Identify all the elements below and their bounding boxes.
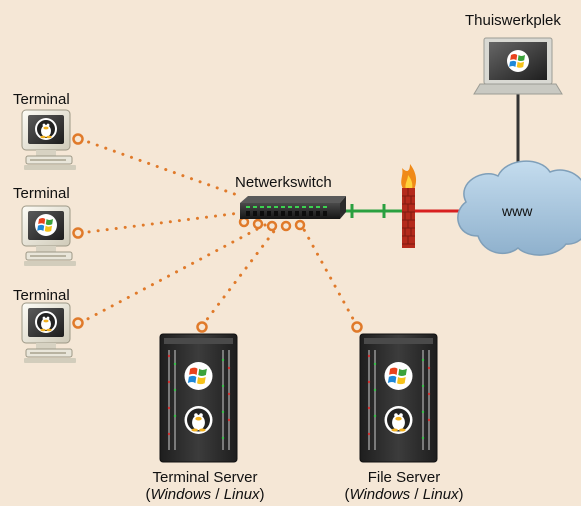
internet-label: www (502, 203, 533, 219)
link-terminal-3 (78, 223, 267, 325)
windows-logo-icon (384, 362, 413, 390)
network-switch-icon (240, 196, 346, 219)
linux-penguin-icon (184, 406, 213, 434)
file-server-icon (359, 333, 438, 463)
linux-penguin-icon (35, 311, 57, 333)
terminal-server-icon (159, 333, 238, 463)
link-terminal-2 (78, 211, 242, 235)
windows-logo-icon (507, 50, 529, 72)
link-file-server (300, 224, 359, 328)
file-server-os: (Windows / Linux) (344, 486, 464, 503)
file-server-title: File Server (367, 469, 441, 486)
windows-logo-icon (35, 214, 57, 236)
link-terminal-1 (78, 137, 242, 198)
terminal-workstation-1 (21, 109, 76, 170)
terminal-label-3: Terminal (13, 287, 70, 304)
terminal-server-label: Terminal Server (Windows / Linux) (145, 469, 264, 503)
internet-cloud-icon (457, 160, 581, 256)
laptop-icon (473, 37, 563, 95)
terminal-label-1: Terminal (13, 91, 70, 108)
terminal-workstation-2 (21, 205, 76, 266)
lan-ports (72, 133, 363, 333)
remote-label: Thuiswerkplek (465, 12, 561, 29)
linux-penguin-icon (35, 118, 57, 140)
link-terminal-server (200, 224, 280, 328)
switch-label: Netwerkswitch (235, 174, 332, 191)
terminal-workstation-3 (21, 302, 76, 363)
terminal-server-os: (Windows / Linux) (145, 486, 265, 503)
secure-link (342, 204, 402, 218)
windows-logo-icon (184, 362, 213, 390)
file-server-label: File Server (Windows / Linux) (344, 469, 463, 503)
linux-penguin-icon (384, 406, 413, 434)
terminal-label-2: Terminal (13, 185, 70, 202)
terminal-server-title: Terminal Server (152, 469, 258, 486)
firewall-icon (401, 164, 417, 248)
lan-links (78, 137, 359, 328)
